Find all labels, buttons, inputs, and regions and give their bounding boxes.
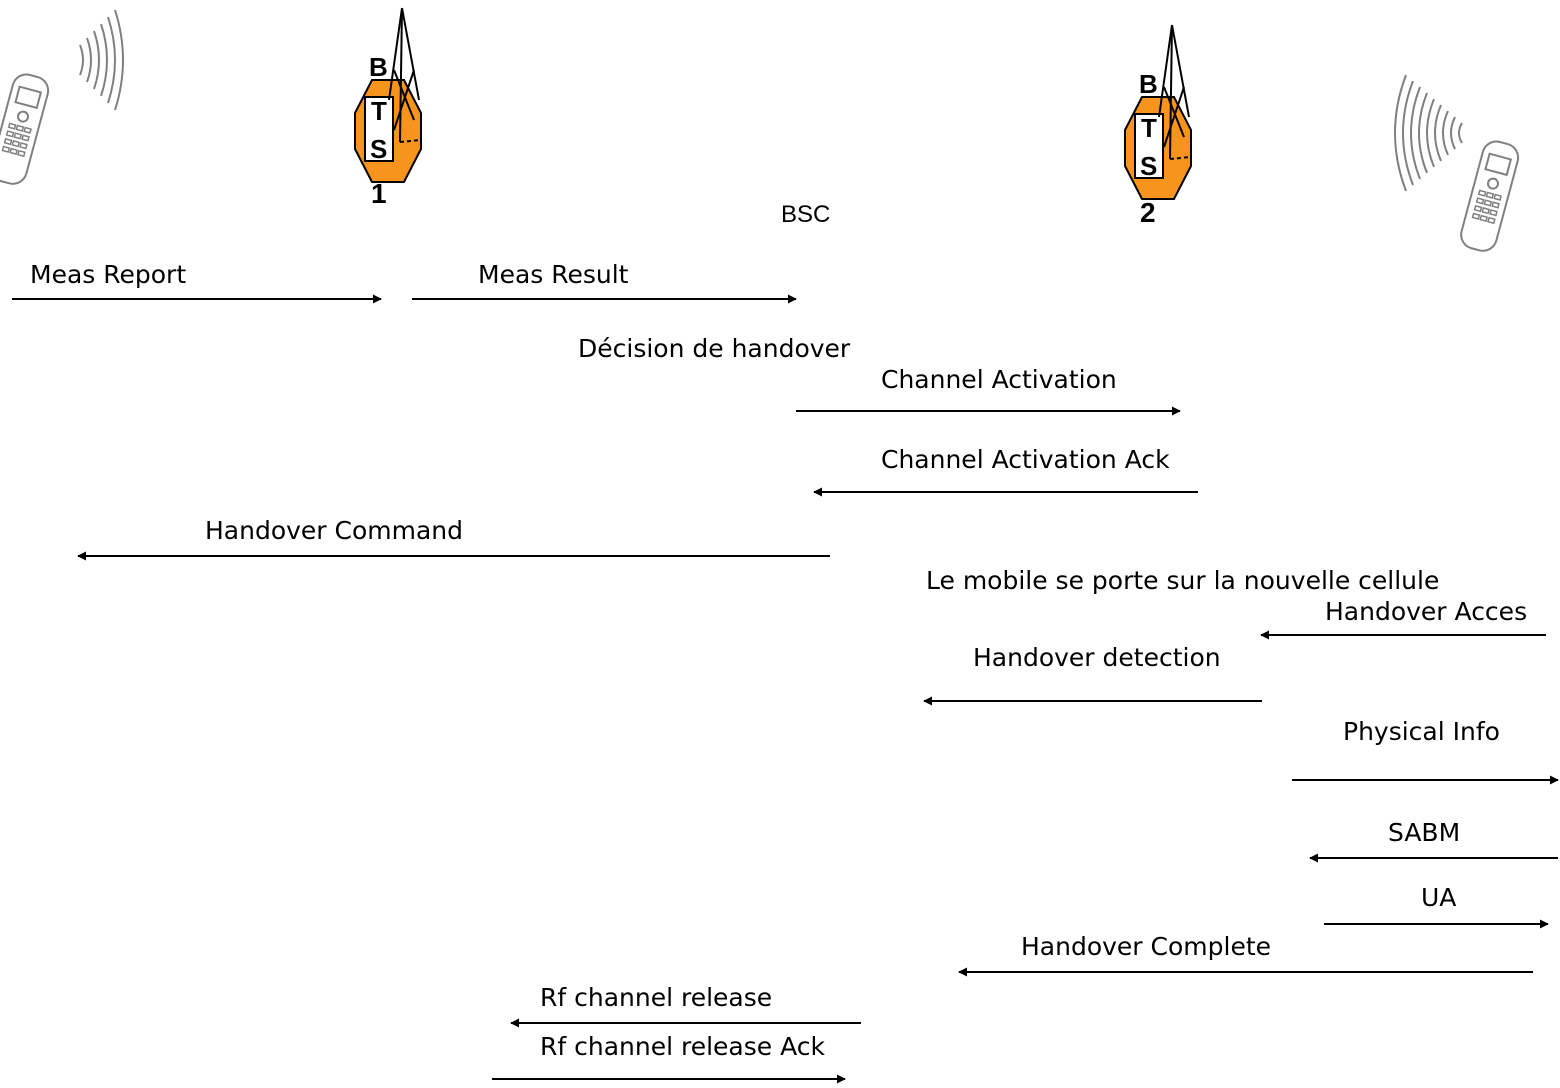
message-ua: UA [1324,883,1549,929]
radio-waves-icon-left [79,9,124,111]
message-handover-acces: Handover Acces [1260,597,1546,640]
bts-2-number: 2 [1140,197,1156,228]
bts-2-letter-t: T [1141,113,1157,143]
bts-1-letter-b: B [369,52,388,82]
radio-waves-icon-right [1394,74,1463,192]
message-rf-channel-release-ack: Rf channel release Ack [492,1032,846,1084]
message-handover-complete: Handover Complete [958,932,1533,977]
mobile-phone-icon-left [0,73,50,185]
message-label: Rf channel release Ack [540,1032,826,1061]
message-label: Handover Acces [1325,597,1527,626]
message-label: Physical Info [1343,717,1500,746]
message-label: Channel Activation [881,365,1117,394]
message-handover-detection: Handover detection [923,643,1262,706]
message-sabm: SABM [1309,818,1558,863]
message-physical-info: Physical Info [1292,717,1559,785]
message-handover-command: Handover Command [77,516,830,561]
message-label: Rf channel release [540,983,772,1012]
bts-1-number: 1 [371,178,387,209]
mobile-phone-icon-right [1460,140,1520,252]
message-label: Meas Report [30,260,186,289]
antenna-tower-icon-1 [388,7,422,143]
message-label: UA [1421,883,1456,912]
antenna-tower-icon-2 [1158,24,1192,160]
bsc-label: BSC [781,201,830,228]
bts-2-icon: B T S 2 [1124,24,1192,228]
bts-1-letter-t: T [371,96,387,126]
message-channel-activation-ack: Channel Activation Ack [813,445,1198,497]
note-mobile-moves: Le mobile se porte sur la nouvelle cellu… [926,566,1439,595]
message-rf-channel-release: Rf channel release [510,983,861,1028]
message-label: Handover detection [973,643,1221,672]
message-label: Handover Complete [1021,932,1271,961]
message-label: Channel Activation Ack [881,445,1170,474]
message-label: SABM [1388,818,1460,847]
bts-2-letter-b: B [1139,69,1158,99]
message-label: Meas Result [478,260,629,289]
message-label: Handover Command [205,516,463,545]
bts-1-icon: B T S 1 [354,7,422,209]
message-meas-report: Meas Report [12,260,382,304]
bts-1-letter-s: S [370,134,387,164]
message-meas-result: Meas Result [412,260,797,304]
bts-2-letter-s: S [1140,151,1157,181]
note-decision-handover: Décision de handover [578,334,851,363]
message-channel-activation: Channel Activation [796,365,1181,416]
